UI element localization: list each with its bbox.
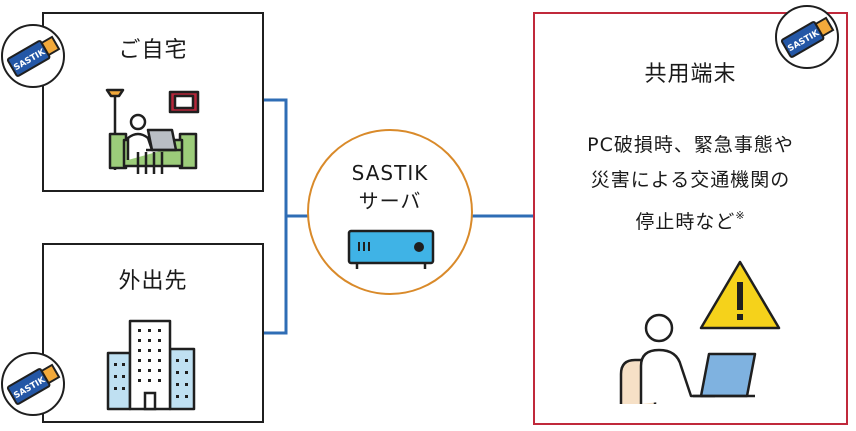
person-at-home-laptop-icon xyxy=(105,88,200,174)
usb-key-icon: SASTIK xyxy=(6,363,61,405)
footnote-mark: ※ xyxy=(735,209,746,222)
person-laptop-warning-icon xyxy=(619,260,781,404)
away-label: 外出先 xyxy=(118,269,188,294)
server-name: SASTIK サーバ xyxy=(309,159,471,215)
shared-terminal-label: 共用端末 xyxy=(644,62,737,87)
shared-terminal-description: PC破損時、緊急事態や 災害による交通機関の 停止時など※ xyxy=(535,128,846,240)
usb-key-icon: SASTIK xyxy=(6,35,61,77)
usb-badge-away: SASTIK xyxy=(1,352,65,416)
home-label: ご自宅 xyxy=(118,38,188,63)
usb-badge-home: SASTIK xyxy=(1,24,65,88)
away-box: 外出先 xyxy=(42,243,264,423)
warning-mark-bar xyxy=(737,282,743,310)
office-buildings-icon xyxy=(106,319,196,411)
warning-mark-dot xyxy=(737,314,743,320)
desc-line-3-text: 停止時など xyxy=(635,211,736,233)
server-device-icon xyxy=(347,229,435,269)
desc-line-3: 停止時など※ xyxy=(535,198,846,240)
shared-terminal-box: 共用端末 PC破損時、緊急事態や 災害による交通機関の 停止時など※ xyxy=(533,12,848,425)
usb-badge-shared: SASTIK xyxy=(775,5,839,69)
server-name-line-1: SASTIK xyxy=(351,161,429,185)
home-box: ご自宅 xyxy=(42,12,264,192)
desc-line-1: PC破損時、緊急事態や xyxy=(587,134,794,156)
sastik-server: SASTIK サーバ xyxy=(307,129,473,295)
server-name-line-2: サーバ xyxy=(358,189,422,213)
desc-line-2: 災害による交通機関の xyxy=(590,169,791,191)
usb-key-icon: SASTIK xyxy=(780,16,835,58)
